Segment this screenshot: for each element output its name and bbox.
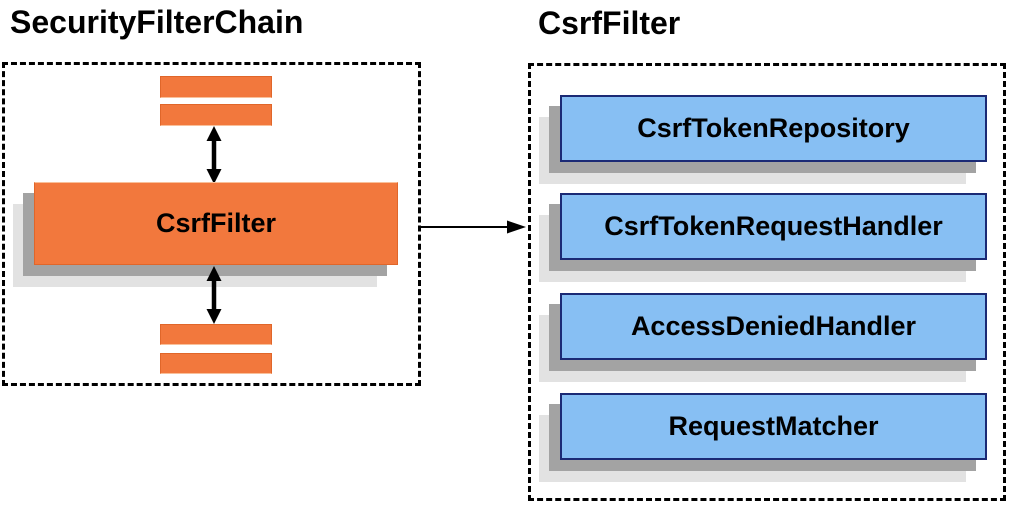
csrf-filter-components-box xyxy=(528,63,1006,501)
security-filter-chain-title: SecurityFilterChain xyxy=(10,4,304,40)
security-filter-chain-box xyxy=(2,62,421,386)
right-arrow-icon xyxy=(420,220,526,234)
component-box-csrf-token-repository: CsrfTokenRepository xyxy=(560,95,987,162)
filter-placeholder-bar-1 xyxy=(160,76,272,98)
component-box-csrf-token-request-handler: CsrfTokenRequestHandler xyxy=(560,193,987,260)
csrf-filter-title: CsrfFilter xyxy=(538,5,681,41)
component-box-access-denied-handler: AccessDeniedHandler xyxy=(560,293,987,360)
csrf-filter-node: CsrfFilter xyxy=(34,182,398,265)
component-label: CsrfTokenRepository xyxy=(637,113,910,143)
component-label: RequestMatcher xyxy=(668,411,879,441)
component-box-request-matcher: RequestMatcher xyxy=(560,393,987,460)
filter-placeholder-bar-3 xyxy=(160,324,272,345)
component-label: CsrfTokenRequestHandler xyxy=(604,211,943,241)
bidirectional-arrow-icon xyxy=(206,266,222,324)
bidirectional-arrow-icon xyxy=(206,126,222,184)
filter-placeholder-bar-4 xyxy=(160,353,272,374)
component-label: AccessDeniedHandler xyxy=(630,311,917,341)
filter-placeholder-bar-2 xyxy=(160,104,272,126)
csrf-filter-node-label: CsrfFilter xyxy=(155,208,277,238)
